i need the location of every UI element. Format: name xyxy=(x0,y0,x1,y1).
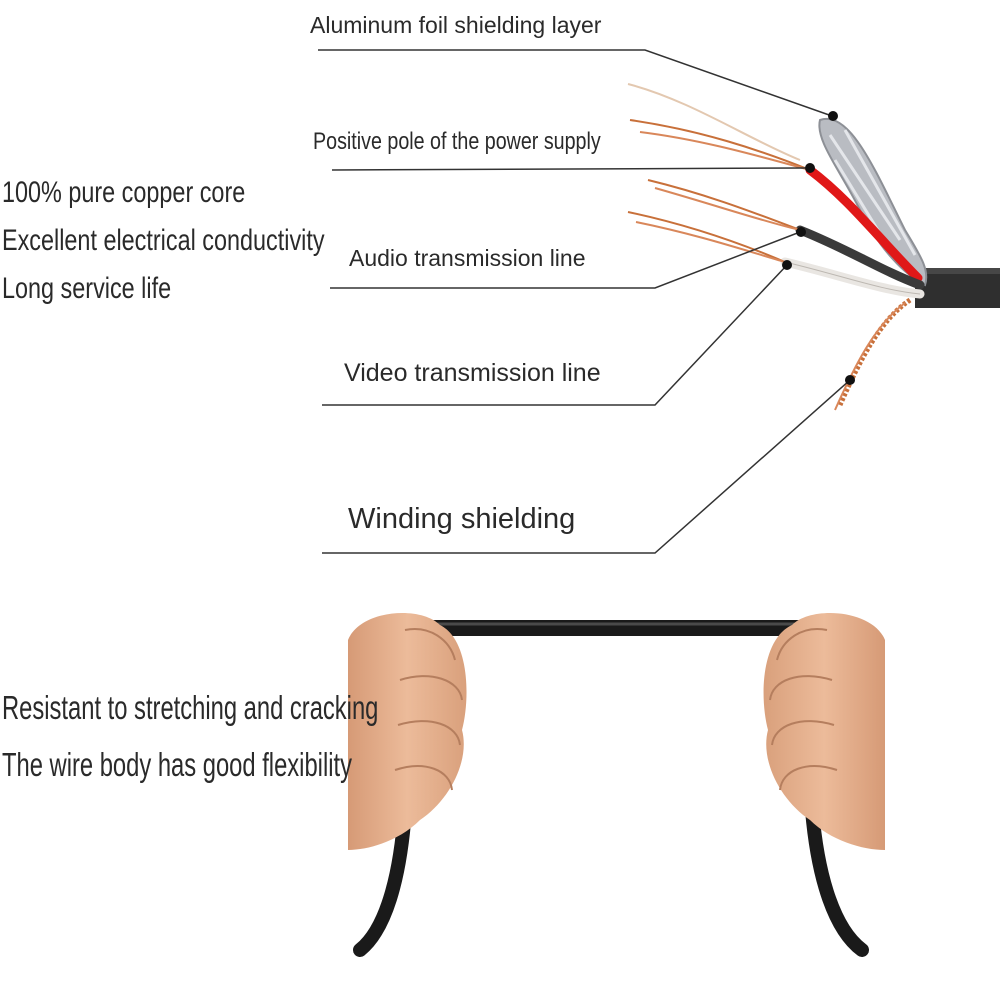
feature-conductivity: Excellent electrical conductivity xyxy=(2,224,325,257)
label-positive-pole: Positive pole of the power supply xyxy=(313,128,601,155)
dot-video xyxy=(782,260,792,270)
label-audio-line: Audio transmission line xyxy=(349,245,586,271)
red-wire xyxy=(805,165,923,283)
leader-audio xyxy=(330,231,801,289)
cable-jacket xyxy=(915,268,1000,308)
leader-winding xyxy=(322,379,851,554)
right-fist xyxy=(763,613,885,850)
feature-flexibility: The wire body has good flexibility xyxy=(2,746,352,783)
dot-winding xyxy=(845,375,855,385)
dot-audio xyxy=(796,227,806,237)
leader-video xyxy=(322,264,788,406)
label-winding-shielding: Winding shielding xyxy=(348,503,576,535)
audio-wire xyxy=(795,225,925,290)
leader-aluminum xyxy=(318,49,833,117)
feature-stretch-resistant: Resistant to stretching and cracking xyxy=(2,689,379,726)
hanging-cable-right xyxy=(805,803,869,957)
dot-positive xyxy=(805,163,815,173)
left-fist xyxy=(348,613,467,850)
leader-positive xyxy=(331,167,806,171)
feature-service-life: Long service life xyxy=(2,272,172,305)
label-video-line: Video transmission line xyxy=(344,359,601,387)
feature-copper-core: 100% pure copper core xyxy=(2,176,246,209)
dot-aluminum xyxy=(828,111,838,121)
label-aluminum-foil: Aluminum foil shielding layer xyxy=(310,12,602,38)
